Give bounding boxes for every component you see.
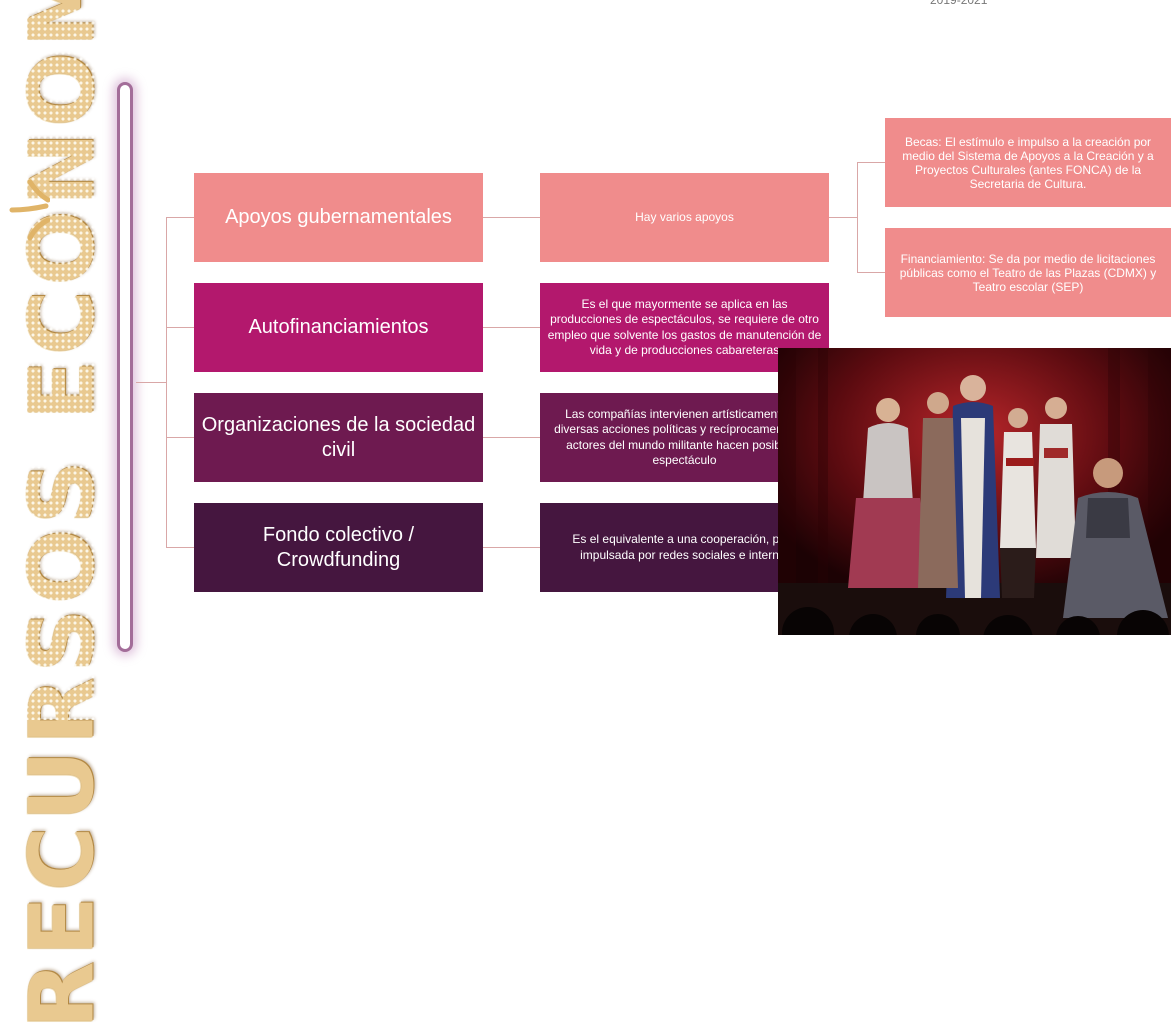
title-marquee: RECURSOS ECONOMICOS [6,0,118,1029]
connector [857,162,858,272]
category-box-autofinanciamientos: Autofinanciamientos [194,283,483,372]
sub-item-text: Financiamiento: Se da por medio de licit… [899,251,1157,294]
category-box-organizaciones: Organizaciones de la sociedad civil [194,393,483,482]
description-box-apoyos: Hay varios apoyos [540,173,829,262]
connector [166,217,167,547]
connector [483,547,540,548]
connector [166,547,194,548]
top-fragment: 2019-2021 [930,0,988,7]
description-box-autofinanciamientos: Es el que mayormente se aplica en las pr… [540,283,829,372]
category-label: Organizaciones de la sociedad civil [201,413,476,461]
category-label: Autofinanciamientos [248,316,429,338]
sub-item-becas: Becas: El estímulo e impulso a la creaci… [885,118,1171,207]
category-box-fondo-colectivo: Fondo colectivo / Crowdfunding [194,503,483,592]
theater-scene-icon [778,348,1171,635]
sub-item-financiamiento: Financiamiento: Se da por medio de licit… [885,228,1171,317]
category-label: Fondo colectivo / Crowdfunding [262,523,415,571]
connector [483,217,540,218]
connector [136,382,166,383]
category-label: Apoyos gubernamentales [225,206,452,228]
connector [166,217,194,218]
sparkle-icon [9,179,50,241]
connector [483,437,540,438]
page-title: RECURSOS ECONOMICOS [10,0,114,1029]
connector [166,327,194,328]
connector [857,162,885,163]
connector [829,217,857,218]
description-text: Las compañías intervienen artísticamente… [554,406,815,468]
vertical-bar [117,82,133,652]
connector [857,272,885,273]
theater-performance-photo [778,348,1171,635]
sub-item-text: Becas: El estímulo e impulso a la creaci… [902,134,1154,191]
description-text: Hay varios apoyos [635,209,734,224]
description-text: Es el equivalente a una cooperación, per… [572,532,797,562]
category-box-apoyos: Apoyos gubernamentales [194,173,483,262]
connector [166,437,194,438]
connector [483,327,540,328]
description-text: Es el que mayormente se aplica en las pr… [547,296,822,358]
